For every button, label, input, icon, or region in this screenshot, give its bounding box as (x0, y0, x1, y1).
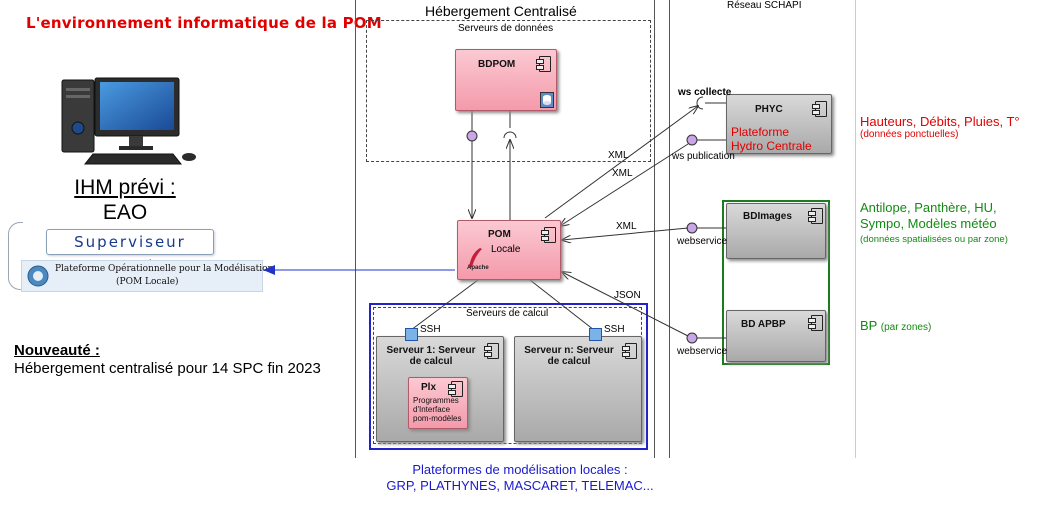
schapi-header: Réseau SCHAPI (727, 0, 802, 11)
xml-label-2: XML (612, 168, 633, 179)
serveurs-calcul-label: Serveurs de calcul (466, 308, 549, 319)
ssh-label-1: SSH (420, 324, 441, 335)
bdpom-component: BDPOM (455, 49, 557, 111)
pom-to-phyc-arrow (544, 106, 698, 219)
pom-title: POM (488, 229, 511, 240)
ws-collecte-label: ws collecte (678, 87, 732, 98)
green-group-box (722, 200, 830, 365)
bdpom-interface (466, 130, 478, 142)
nouveaute-text: Hébergement centralisé pour 14 SPC fin 2… (14, 360, 321, 377)
annotation-green-line1: Antilope, Panthère, HU, (860, 200, 997, 215)
component-icon (448, 381, 463, 397)
json-label: JSON (614, 290, 641, 301)
separator-mid-b (669, 0, 670, 458)
component-icon (541, 227, 556, 243)
pom-to-serveurn-line (529, 279, 595, 331)
annotation-bp: BP (par zones) (860, 318, 931, 333)
serveurs-calcul-box (369, 303, 648, 450)
component-icon (536, 56, 551, 72)
component-icon (808, 208, 823, 224)
annotation-spatialisees: Antilope, Panthère, HU, Sympo, Modèles m… (860, 200, 1008, 248)
apache-feather-icon (469, 248, 482, 268)
annotation-red-sub: (données ponctuelles) (860, 129, 959, 140)
annotation-bp-main: BP (860, 318, 878, 333)
serveurn-component: Serveur n: Serveur de calcul (514, 336, 642, 442)
serveur1-title: Serveur 1: Serveur de calcul (383, 345, 479, 367)
phyc-red-line2: Hydro Centrale (731, 139, 812, 153)
annotation-bp-sub: (par zones) (880, 322, 932, 333)
bdapbp-to-pom-arrow (562, 272, 689, 337)
ws-publication-label: ws publication (672, 151, 735, 162)
gear-icon (27, 265, 49, 287)
bdimages-component: BDImages (726, 203, 826, 259)
separator-left (355, 0, 356, 458)
phyc-title: PHYC (755, 104, 783, 115)
page-title: L'environnement informatique de la POM (26, 14, 382, 32)
bdimages-interface (686, 222, 698, 234)
plateforme-line1: Plateforme Opérationnelle pour la Modéli… (55, 264, 274, 274)
phyc-red-line1: Plateforme (731, 125, 790, 139)
ssh-label-2: SSH (604, 324, 625, 335)
webservice-label-1: webservice (677, 236, 728, 247)
ws-collecte-socket (696, 96, 704, 110)
ihm-line1: IHM prévi : (74, 176, 176, 199)
component-icon (808, 315, 823, 331)
component-icon (812, 101, 827, 117)
phyc-to-pom-arrow (560, 143, 689, 226)
annotation-green-line2: Sympo, Modèles météo (860, 216, 997, 231)
plateformes-caption: Plateformes de modélisation locales : GR… (360, 462, 680, 494)
pom-subtitle: Locale (491, 244, 521, 255)
apache-label: Apache (467, 265, 489, 271)
component-icon (484, 343, 499, 359)
serveurn-title: Serveur n: Serveur de calcul (521, 345, 617, 367)
ihm-label: IHM prévi : EAO (40, 175, 210, 225)
plx-line1: Programmes (413, 396, 459, 405)
ssh-port-1 (405, 328, 418, 341)
serveur1-component: Serveur 1: Serveur de calcul Plx Program… (376, 336, 504, 442)
hebergement-header: Hébergement Centralisé (425, 3, 577, 19)
separator-right (855, 0, 856, 458)
annotation-red-main: Hauteurs, Débits, Pluies, T° (860, 114, 1020, 129)
serveur1-line1: Serveur 1: Serveur (386, 345, 476, 356)
serveurn-line1: Serveur n: Serveur (524, 345, 614, 356)
nouveaute-heading: Nouveauté : (14, 342, 100, 359)
serveur1-line2: de calcul (409, 356, 453, 367)
plx-line3: pom-modèles (413, 414, 462, 423)
webservice-label-2: webservice (677, 346, 728, 357)
plx-component: Plx Programmes d'Interface pom-modèles (408, 377, 468, 429)
plateforme-line2: (POM Locale) (116, 277, 179, 287)
ihm-line2: EAO (102, 201, 148, 224)
bdpom-title: BDPOM (478, 59, 516, 70)
xml-label-3: XML (616, 221, 637, 232)
pom-to-serveur1-line (410, 279, 479, 331)
plateformes-caption-line1: Plateformes de modélisation locales : (412, 462, 628, 477)
annotation-ponctuelles: Hauteurs, Débits, Pluies, T° (données po… (860, 114, 1020, 140)
ws-publication-interface (686, 134, 698, 146)
database-icon (540, 92, 554, 108)
xml-label-1: XML (608, 150, 629, 161)
plateforme-banner: Plateforme Opérationnelle pour la Modéli… (21, 260, 273, 292)
bdapbp-interface (686, 332, 698, 344)
phyc-component: PHYC Plateforme Hydro Centrale (726, 94, 832, 154)
serveurn-line2: de calcul (547, 356, 591, 367)
separator-mid-a (654, 0, 655, 458)
computer-icon (61, 77, 196, 165)
pom-locale-component: POM Locale Apache (457, 220, 561, 280)
plx-line2: d'Interface (413, 405, 451, 414)
bdapbp-component: BD APBP (726, 310, 826, 362)
annotation-green-sub: (données spatialisées ou par zone) (860, 234, 1008, 245)
plx-title: Plx (421, 382, 437, 393)
bdimages-to-pom-arrow (562, 227, 689, 240)
serveurs-donnees-label: Serveurs de données (458, 23, 554, 34)
plateformes-caption-line2: GRP, PLATHYNES, MASCARET, TELEMAC... (386, 478, 654, 493)
bdimages-title: BDImages (743, 211, 792, 222)
bdpom-socket (503, 131, 517, 139)
component-icon (622, 343, 637, 359)
serveurs-donnees-box (366, 20, 651, 162)
bdapbp-title: BD APBP (741, 319, 786, 330)
ssh-port-2 (589, 328, 602, 341)
plx-description: Programmes d'Interface pom-modèles (413, 396, 461, 423)
phyc-red-label: Plateforme Hydro Centrale (731, 125, 812, 153)
